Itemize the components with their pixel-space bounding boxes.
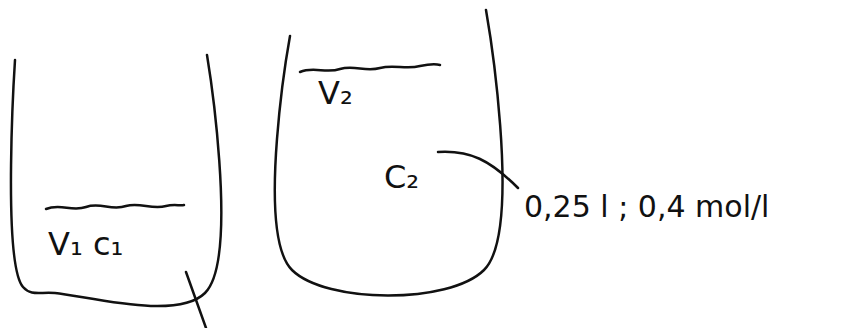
quantity-symbol: V₂ [318, 76, 353, 111]
quantity-note: 0,25 l ; 0,4 mol/l [524, 190, 769, 223]
leader-line [438, 152, 518, 188]
quantity-symbol: C₂ [384, 160, 419, 195]
beaker-wall [275, 10, 503, 296]
beaker: V₁ c₁ [15, 55, 207, 295]
beaker-outline [288, 10, 488, 272]
quantity-symbol: V₁ c₁ [48, 227, 123, 262]
liquid-surface [46, 205, 184, 209]
beaker: V₂ C₂ [288, 10, 488, 272]
beaker-wall [11, 55, 221, 306]
liquid-surface [300, 64, 440, 72]
